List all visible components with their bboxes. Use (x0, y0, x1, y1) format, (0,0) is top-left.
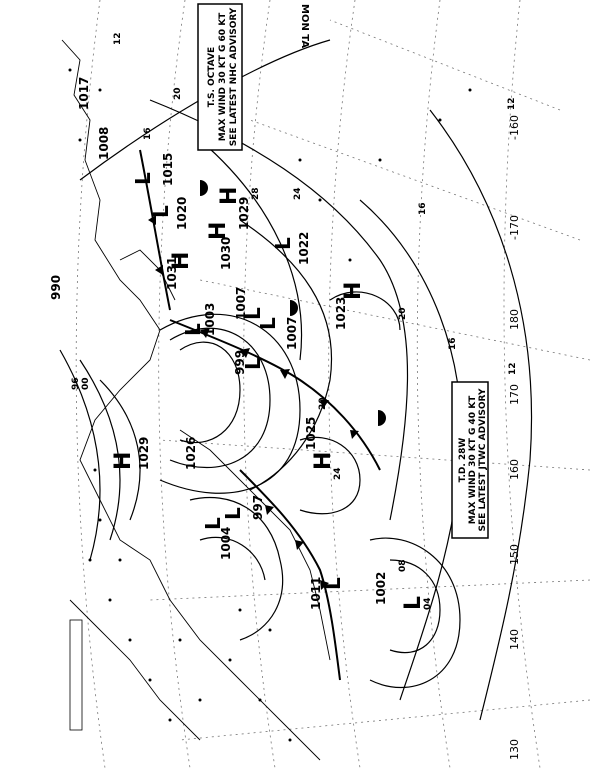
chart-title: MON TA (299, 4, 310, 48)
advisory-line: T.S. OCTAVE (207, 47, 217, 107)
system-letter: H (311, 452, 336, 470)
contour-label: 24 (293, 187, 303, 200)
contour-label: 12 (113, 32, 123, 45)
system-pressure: 1002 (374, 572, 388, 605)
contour-label: 16 (448, 337, 458, 350)
longitude-label: 140 (508, 629, 521, 650)
advisory-28w: T.D. 28W MAX WIND 30 KT G 40 KT SEE LATE… (451, 381, 489, 539)
contour-label: 24 (333, 467, 343, 480)
system-letter: L (181, 323, 205, 336)
system-letter: H (206, 222, 231, 240)
system-pressure: 1003 (203, 303, 217, 336)
advisory-line: SEE LATEST JTWC ADVISORY (478, 388, 488, 531)
system-letter: H (111, 452, 136, 470)
system-pressure: 1007 (285, 317, 299, 350)
system-letter: L (401, 596, 426, 610)
contour-label: 20 (398, 307, 408, 320)
longitude-labels: 130 140 150 160 170 180 -170 -160 (508, 115, 521, 760)
legend-box (69, 619, 83, 731)
contour-label: 00 (81, 377, 91, 390)
system-pressure: 1029 (137, 437, 151, 470)
system-pressure: 1025 (304, 417, 318, 450)
contour-label: 28 (251, 187, 261, 200)
system-pressure: 1017 (77, 77, 91, 110)
advisory-line: T.D. 28W (458, 438, 468, 483)
system-letter: H (217, 187, 242, 205)
system-pressure: 1004 (219, 527, 233, 560)
contour-label: 16 (143, 127, 153, 140)
coastlines (61, 39, 331, 761)
system-letter: L (241, 357, 265, 370)
contour-label: 16 (418, 202, 428, 215)
system-pressure: 1020 (175, 197, 189, 230)
system-letter: L (201, 517, 225, 530)
advisory-octave: T.S. OCTAVE MAX WIND 30 KT G 60 KT SEE L… (197, 3, 243, 151)
system-pressure: 1026 (184, 437, 198, 470)
longitude-label: 130 (508, 739, 521, 760)
system-pressure: 1031 (165, 257, 179, 290)
system-pressure: 1011 (309, 577, 323, 610)
pressure-systems: H 1029 1026 H 1025 H 1023 H 1030 H 1031 … (49, 77, 426, 610)
advisory-line: MAX WIND 30 KT G 60 KT (218, 12, 228, 141)
contour-label: 08 (398, 559, 408, 572)
system-letter: L (221, 507, 245, 520)
contour-label: 12 (507, 97, 517, 110)
system-pressure: 1022 (297, 232, 311, 265)
system-pressure: 999 (233, 350, 247, 375)
contour-label: 04 (423, 597, 433, 610)
system-letter: H (169, 252, 194, 270)
fronts (139, 149, 381, 681)
system-pressure: 997 (251, 495, 265, 520)
contour-labels: 12 16 20 24 28 12 16 20 16 12 20 24 04 0… (71, 32, 518, 610)
system-letter: L (321, 577, 345, 590)
station-plots (68, 68, 472, 742)
advisory-line: SEE LATEST NHC ADVISORY (229, 7, 239, 146)
system-letter: L (241, 307, 265, 320)
system-letter: H (341, 282, 366, 300)
system-pressure: 990 (49, 275, 63, 300)
system-letter: L (149, 205, 173, 218)
system-letter: L (131, 172, 155, 185)
contour-label: 20 (318, 397, 328, 410)
system-pressure: 1029 (237, 197, 251, 230)
longitude-label: -160 (508, 115, 521, 140)
contour-label: 20 (173, 87, 183, 100)
system-pressure: 1030 (219, 237, 233, 270)
longitude-label: -170 (508, 215, 521, 240)
front-symbols (148, 180, 386, 590)
system-pressure: 1008 (97, 127, 111, 160)
contour-label: 96 (71, 377, 81, 390)
system-letter: L (256, 317, 280, 330)
longitude-label: 160 (508, 459, 521, 480)
system-pressure: 1023 (334, 297, 348, 330)
contour-label: 12 (508, 362, 518, 375)
system-letter: L (271, 237, 295, 250)
system-pressure: 1007 (234, 287, 248, 320)
longitude-label: 170 (508, 384, 521, 405)
system-pressure: 1015 (161, 153, 175, 186)
advisory-line: MAX WIND 30 KT G 40 KT (468, 395, 478, 524)
longitude-label: 180 (508, 309, 521, 330)
longitude-label: 150 (508, 544, 521, 565)
